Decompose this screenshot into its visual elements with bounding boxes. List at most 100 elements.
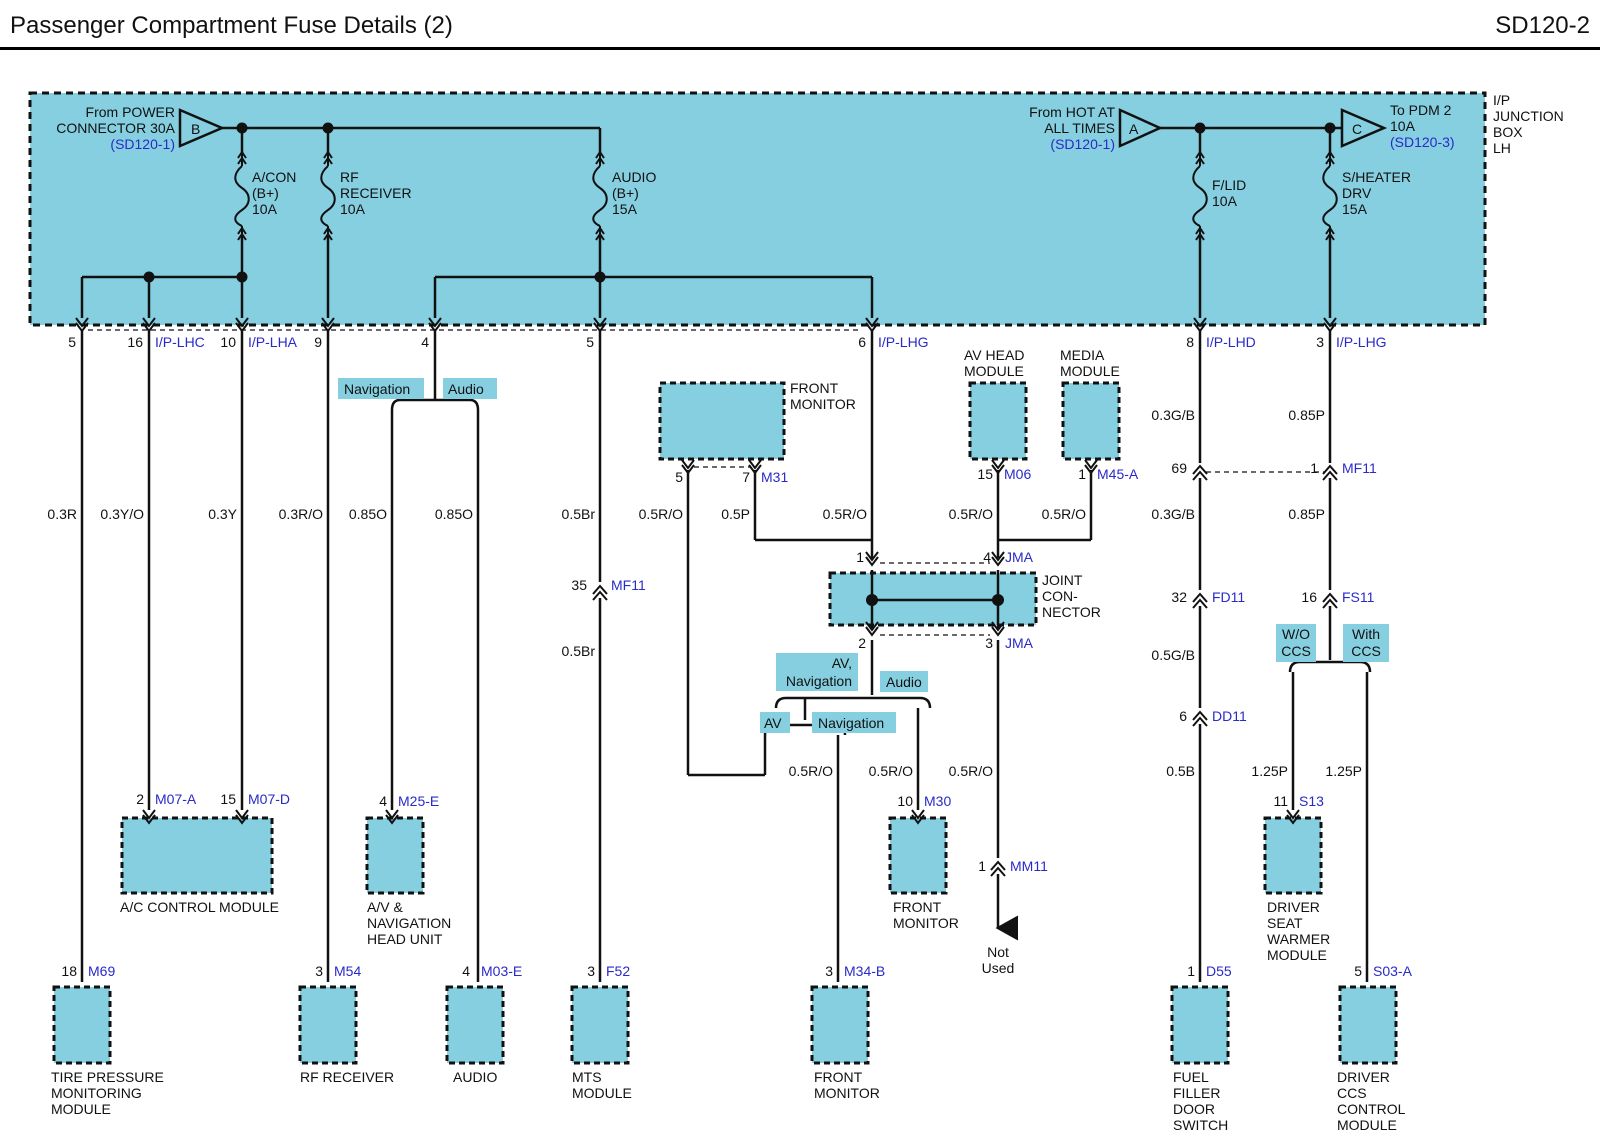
inline-connector-icon <box>1192 592 1208 609</box>
module-label: SEAT <box>1267 915 1303 931</box>
pin-label: 8 <box>1186 334 1194 350</box>
module-label: MODULE <box>964 363 1024 379</box>
pin-label: 4 <box>379 793 387 809</box>
pin-label: 2 <box>136 791 144 807</box>
connector-chevron-icon <box>142 809 156 825</box>
connector-chevron-icon <box>428 317 442 333</box>
connector-label[interactable]: M25-E <box>398 793 439 809</box>
connector-label[interactable]: M31 <box>761 469 788 485</box>
module-label: Not <box>987 944 1009 960</box>
connector-label[interactable]: M45-A <box>1097 466 1139 482</box>
connector-label[interactable]: MF11 <box>1342 460 1377 476</box>
connector-chevron-icon <box>235 317 249 333</box>
module-label: AV HEAD <box>964 347 1024 363</box>
connector-label[interactable]: S03-A <box>1373 963 1413 979</box>
output-c-line2: 10A <box>1390 118 1416 134</box>
page-title: Passenger Compartment Fuse Details (2) <box>10 12 453 39</box>
pin-label: 3 <box>315 963 323 979</box>
pin-label: 4 <box>421 334 429 350</box>
input-b-ref[interactable]: (SD120-1) <box>110 136 175 152</box>
connector-label[interactable]: FD11 <box>1212 589 1245 605</box>
pin-label: 69 <box>1171 460 1187 476</box>
module-label: FUEL <box>1173 1069 1209 1085</box>
input-a-ref[interactable]: (SD120-1) <box>1050 136 1115 152</box>
pin-label: 15 <box>977 466 993 482</box>
connector-label[interactable]: JMA <box>1005 549 1034 565</box>
connector-label[interactable]: I/P-LHA <box>248 334 298 350</box>
pin-label: 3 <box>825 963 833 979</box>
connector-chevron-icon <box>593 317 607 333</box>
input-a-line1: From HOT AT <box>1029 104 1115 120</box>
fuse-rf-1: RF <box>340 169 359 185</box>
pin-label: 5 <box>586 334 594 350</box>
pin-label: 3 <box>985 635 993 651</box>
module-label: DRIVER <box>1337 1069 1390 1085</box>
wire-label: 0.3R/O <box>279 506 323 522</box>
connector-label[interactable]: DD11 <box>1212 708 1247 724</box>
module-label: A/V & <box>367 899 403 915</box>
connector-label[interactable]: M07-D <box>248 791 290 807</box>
connector-label[interactable]: I/P-LHG <box>1336 334 1387 350</box>
input-a-line2: ALL TIMES <box>1044 120 1115 136</box>
tpms-module-box <box>52 985 112 1065</box>
connector-label[interactable]: M69 <box>88 963 115 979</box>
inline-connector-icon <box>592 584 608 601</box>
wire-label: 0.3G/B <box>1151 407 1195 423</box>
ac-control-module-box <box>120 816 274 895</box>
connector-label[interactable]: M03-E <box>481 963 522 979</box>
fuse-flid-2: 10A <box>1212 193 1238 209</box>
connector-label[interactable]: FS11 <box>1342 589 1375 605</box>
ccs-control-module-box <box>1338 985 1398 1065</box>
pin-label: 7 <box>742 469 750 485</box>
connector-chevron-icon <box>1286 809 1300 825</box>
connector-label[interactable]: MF11 <box>611 577 646 593</box>
module-label: MONITOR <box>790 396 856 412</box>
wire-label: 0.5Br <box>562 506 596 522</box>
pin-label: 5 <box>675 469 683 485</box>
connector-label[interactable]: JMA <box>1005 635 1034 651</box>
connector-chevron-icon <box>865 551 879 567</box>
wire-label: 0.85O <box>349 506 387 522</box>
connector-label[interactable]: M54 <box>334 963 361 979</box>
wire-label: 0.3R <box>47 506 77 522</box>
fuse-flid-1: F/LID <box>1212 177 1246 193</box>
module-label: RF RECEIVER <box>300 1069 394 1085</box>
connector-label[interactable]: I/P-LHD <box>1206 334 1256 350</box>
option-audio: Audio <box>448 381 484 397</box>
pin-label: 16 <box>127 334 143 350</box>
module-label: SWITCH <box>1173 1117 1228 1133</box>
inline-connector-icon <box>990 860 1006 877</box>
av-head-module-box <box>968 381 1028 461</box>
connector-label[interactable]: S13 <box>1299 793 1324 809</box>
input-b-line1: From POWER <box>86 104 175 120</box>
front-monitor-bot-box <box>810 985 870 1065</box>
option-av: AV <box>764 715 782 731</box>
connector-label[interactable]: I/P-LHC <box>155 334 205 350</box>
connector-label[interactable]: M07-A <box>155 791 197 807</box>
wire-label: 1.25P <box>1325 763 1362 779</box>
connector-label[interactable]: F52 <box>606 963 630 979</box>
connector-label[interactable]: M06 <box>1004 466 1031 482</box>
connector-chevron-icon <box>385 809 399 825</box>
connector-label[interactable]: M30 <box>924 793 951 809</box>
fuse-sheater-1: S/HEATER <box>1342 169 1411 185</box>
jb-label-3: BOX <box>1493 124 1523 140</box>
connector-chevron-icon <box>681 459 695 475</box>
output-c-ref[interactable]: (SD120-3) <box>1390 134 1455 150</box>
wire-label: 0.85P <box>1288 407 1325 423</box>
connector-chevron-icon <box>75 317 89 333</box>
connector-label[interactable]: I/P-LHG <box>878 334 929 350</box>
fuse-audio-1: AUDIO <box>612 169 656 185</box>
fuse-icon <box>320 151 336 241</box>
connector-chevron-icon <box>1193 317 1207 333</box>
pin-label: 1 <box>1310 460 1318 476</box>
module-label: NAVIGATION <box>367 915 451 931</box>
connector-label[interactable]: D55 <box>1206 963 1232 979</box>
option-av-nav-2: Navigation <box>786 673 852 689</box>
jb-label-1: I/P <box>1493 92 1510 108</box>
module-label: MODULE <box>572 1085 632 1101</box>
output-c-letter: C <box>1352 121 1362 137</box>
connector-label[interactable]: MM11 <box>1010 858 1048 874</box>
connector-label[interactable]: M34-B <box>844 963 885 979</box>
fuse-acon-1: A/CON <box>252 169 296 185</box>
